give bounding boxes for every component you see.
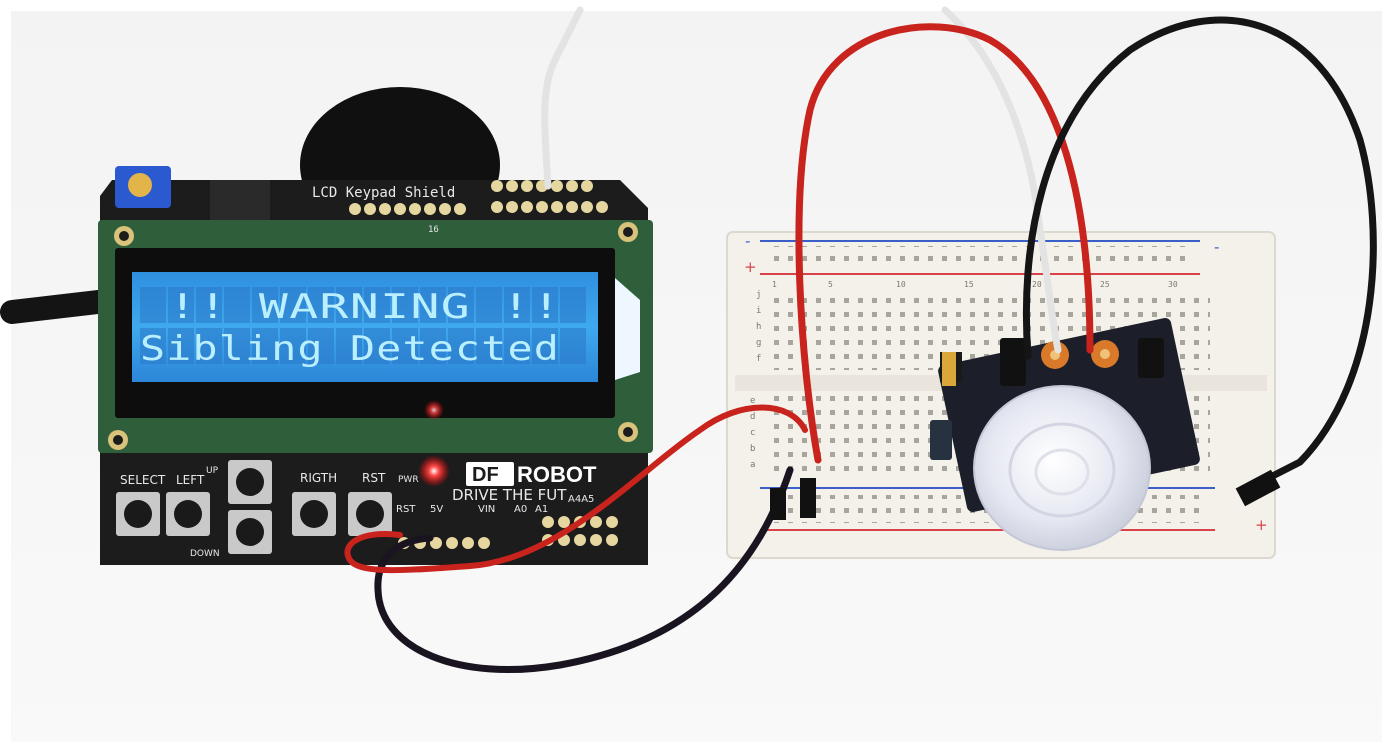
- power-led: [418, 455, 450, 487]
- down-button[interactable]: [228, 510, 272, 554]
- rail-minus-bottom: -: [1214, 238, 1219, 256]
- row-letter: c: [750, 428, 755, 438]
- button-label-down: DOWN: [190, 549, 220, 559]
- column-number: 5: [828, 280, 833, 289]
- select-button[interactable]: [116, 492, 160, 536]
- label-a1: A1: [535, 504, 548, 515]
- button-label-right: RIGTH: [300, 471, 337, 485]
- button-label-up: UP: [206, 466, 219, 476]
- shield-title: LCD Keypad Shield: [312, 185, 455, 201]
- button-label-left: LEFT: [176, 473, 205, 487]
- right-button[interactable]: [292, 492, 336, 536]
- pir-sensor: [930, 318, 1200, 551]
- rail-minus-top: -: [745, 232, 750, 250]
- column-number: 30: [1168, 280, 1178, 289]
- pir-dome: [973, 385, 1151, 551]
- button-label-select: SELECT: [120, 473, 166, 487]
- row-letter: d: [750, 412, 755, 422]
- lcd-line-2: Sibling Detected: [140, 329, 560, 369]
- row-letter: b: [750, 444, 755, 454]
- wire-red-top: [795, 23, 1094, 464]
- column-number: 10: [896, 280, 906, 289]
- column-number: 1: [772, 280, 777, 289]
- wire-white-shield: [541, 6, 584, 190]
- column-number: 20: [1032, 280, 1042, 289]
- wire-black-right: [1022, 16, 1377, 494]
- rail-plus-bottom: +: [1255, 516, 1268, 534]
- label-rst: RST: [396, 504, 416, 515]
- brand-logo-df: DF: [472, 464, 499, 486]
- row-letter: g: [756, 338, 761, 348]
- label-a4a5: A4A5: [568, 494, 594, 505]
- brand-logo-robot: ROBOT: [517, 462, 597, 487]
- label-a0: A0: [514, 504, 527, 515]
- lcd-line-1: !! WARNING !!: [168, 287, 562, 327]
- button-label-rst: RST: [362, 471, 386, 485]
- reset-button[interactable]: [348, 492, 392, 536]
- rail-plus-top: +: [744, 258, 757, 276]
- row-letter: j: [756, 290, 761, 300]
- row-letter: e: [750, 396, 755, 406]
- label-pwr: PWR: [398, 475, 419, 485]
- left-button[interactable]: [166, 492, 210, 536]
- row-letter: a: [750, 460, 755, 470]
- row-letter: f: [756, 354, 761, 364]
- label-vin: VIN: [478, 504, 495, 515]
- jumper-wires: [344, 6, 1377, 674]
- wire-red-shield: [344, 404, 808, 574]
- up-button[interactable]: [228, 460, 272, 504]
- label-5v: 5V: [430, 504, 443, 515]
- column-number: 15: [964, 280, 974, 289]
- column-number: 25: [1100, 280, 1110, 289]
- row-letter: i: [756, 306, 761, 316]
- brand-slogan: DRIVE THE FUT: [452, 486, 567, 504]
- row-letter: h: [756, 322, 761, 332]
- pin-header-label: 16: [428, 225, 439, 235]
